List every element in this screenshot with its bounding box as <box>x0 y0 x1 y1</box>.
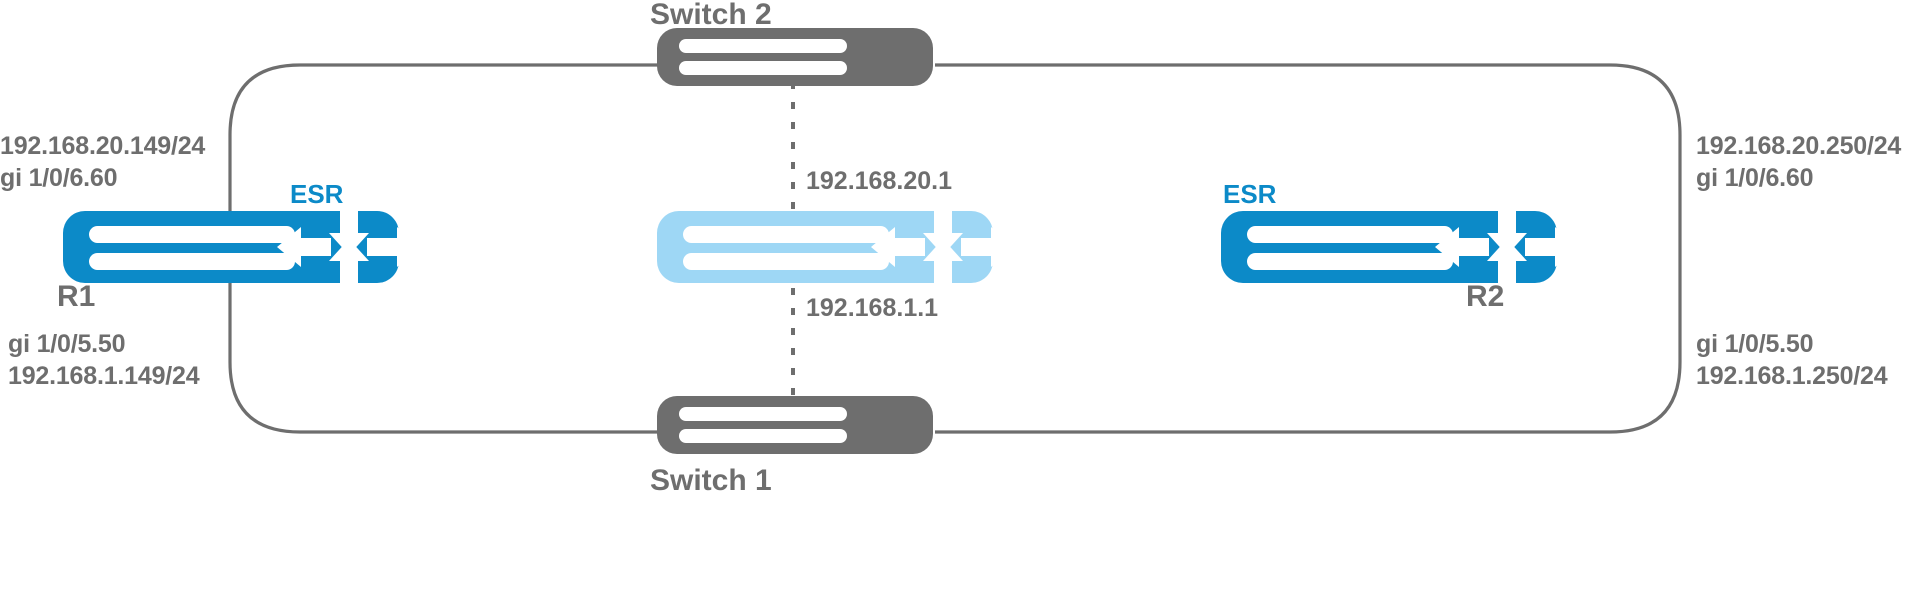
switch-top-slot-1 <box>679 39 847 53</box>
node-router-virtual[interactable] <box>657 207 1015 287</box>
annotation-center-top: 192.168.20.1 <box>806 167 952 195</box>
annotation-left-top: 192.168.20.149/24 gi 1/0/6.60 <box>0 130 205 194</box>
switch-bottom-body <box>657 396 933 454</box>
annotation-center-bottom: 192.168.1.1 <box>806 294 939 322</box>
annotation-right-top-line1: 192.168.20.250/24 <box>1696 132 1902 160</box>
switch-top-body <box>657 28 933 86</box>
router-right-glyph <box>1221 207 1579 287</box>
router-left-glyph <box>63 207 421 287</box>
router-left-badge-esr: ESR <box>290 179 344 209</box>
annotation-left-bottom: gi 1/0/5.50 192.168.1.149/24 <box>8 328 200 392</box>
switch-bottom-slot-2 <box>679 429 847 443</box>
node-switch-bottom[interactable] <box>657 396 933 454</box>
switch-bottom-label: Switch 1 <box>650 464 772 497</box>
annotation-left-top-line1: 192.168.20.149/24 <box>0 132 206 160</box>
switch-top-label: Switch 2 <box>650 0 772 31</box>
node-router-right[interactable] <box>1221 207 1579 287</box>
router-virtual-glyph <box>657 207 1015 287</box>
annotation-right-bottom-line2: 192.168.1.250/24 <box>1696 362 1888 390</box>
node-router-left[interactable] <box>63 207 421 287</box>
annotation-right-bottom: gi 1/0/5.50 192.168.1.250/24 <box>1696 328 1888 392</box>
annotation-left-bottom-line1: gi 1/0/5.50 <box>8 330 126 358</box>
switch-bottom-slot-1 <box>679 407 847 421</box>
node-switch-top[interactable] <box>657 28 933 86</box>
annotation-right-top-line2: gi 1/0/6.60 <box>1696 164 1814 192</box>
link-right-ring <box>935 63 1682 434</box>
annotation-left-top-line2: gi 1/0/6.60 <box>0 164 118 192</box>
router-right-badge-esr: ESR <box>1223 179 1277 209</box>
switch-top-slot-2 <box>679 61 847 75</box>
annotation-left-bottom-line2: 192.168.1.149/24 <box>8 362 200 390</box>
annotation-right-top: 192.168.20.250/24 gi 1/0/6.60 <box>1696 130 1901 194</box>
annotation-right-bottom-line1: gi 1/0/5.50 <box>1696 330 1814 358</box>
router-right-label: R2 <box>1466 280 1505 313</box>
router-left-label: R1 <box>57 280 96 313</box>
